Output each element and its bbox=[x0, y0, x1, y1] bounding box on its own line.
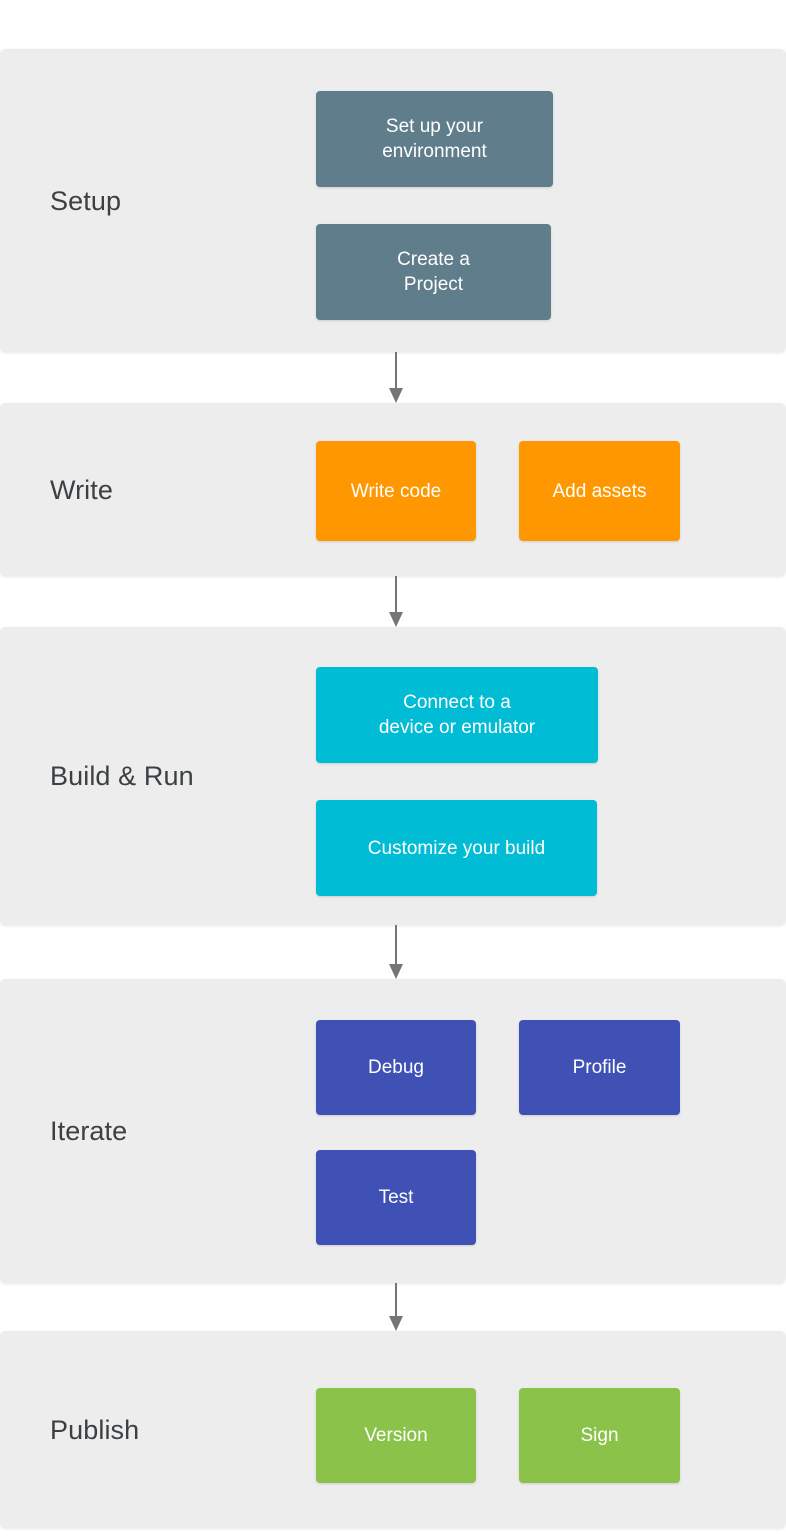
box-label-sign: Sign bbox=[580, 1425, 619, 1446]
box-set-up-your-environment[interactable]: Set up your environment bbox=[316, 91, 553, 187]
box-label-connect-to-a-device-or-emulator: Connect to a device or emulator bbox=[378, 692, 536, 738]
box-label-profile: Profile bbox=[572, 1057, 627, 1078]
box-customize-your-build[interactable]: Customize your build bbox=[316, 800, 597, 896]
box-version[interactable]: Version bbox=[316, 1388, 476, 1483]
arrow-iterate-to-publish bbox=[385, 1283, 407, 1331]
box-debug[interactable]: Debug bbox=[316, 1020, 476, 1115]
stage-label-write: Write bbox=[50, 474, 114, 505]
box-test[interactable]: Test bbox=[316, 1150, 476, 1245]
box-profile[interactable]: Profile bbox=[519, 1020, 680, 1115]
stage-label-build-run: Build & Run bbox=[50, 760, 194, 791]
arrow-build-run-to-iterate bbox=[385, 925, 407, 979]
box-add-assets[interactable]: Add assets bbox=[519, 441, 680, 541]
stage-label-publish: Publish bbox=[50, 1414, 140, 1445]
stage-band-write: Write Write code Add assets bbox=[0, 403, 786, 576]
box-label-set-up-your-environment: Set up your environment bbox=[382, 116, 487, 162]
box-label-create-a-project: Create a Project bbox=[397, 249, 470, 295]
box-sign[interactable]: Sign bbox=[519, 1388, 680, 1483]
box-label-version: Version bbox=[364, 1425, 428, 1446]
stage-band-build-run: Build & Run Connect to a device or emulat… bbox=[0, 627, 786, 925]
box-label-customize-your-build: Customize your build bbox=[367, 837, 546, 859]
box-label-debug: Debug bbox=[368, 1057, 424, 1078]
stage-label-setup: Setup bbox=[50, 185, 122, 216]
stage-band-publish: Publish Version Sign bbox=[0, 1331, 786, 1528]
arrow-setup-to-write bbox=[385, 352, 407, 403]
box-label-write-code: Write code bbox=[350, 480, 442, 502]
arrow-write-to-build-run bbox=[385, 576, 407, 627]
box-write-code[interactable]: Write code bbox=[316, 441, 476, 541]
box-create-a-project[interactable]: Create a Project bbox=[316, 224, 551, 320]
box-label-add-assets: Add assets bbox=[552, 480, 647, 502]
box-connect-to-a-device-or-emulator[interactable]: Connect to a device or emulator bbox=[316, 667, 598, 763]
box-label-test: Test bbox=[378, 1187, 414, 1208]
stage-label-iterate: Iterate bbox=[50, 1115, 128, 1146]
